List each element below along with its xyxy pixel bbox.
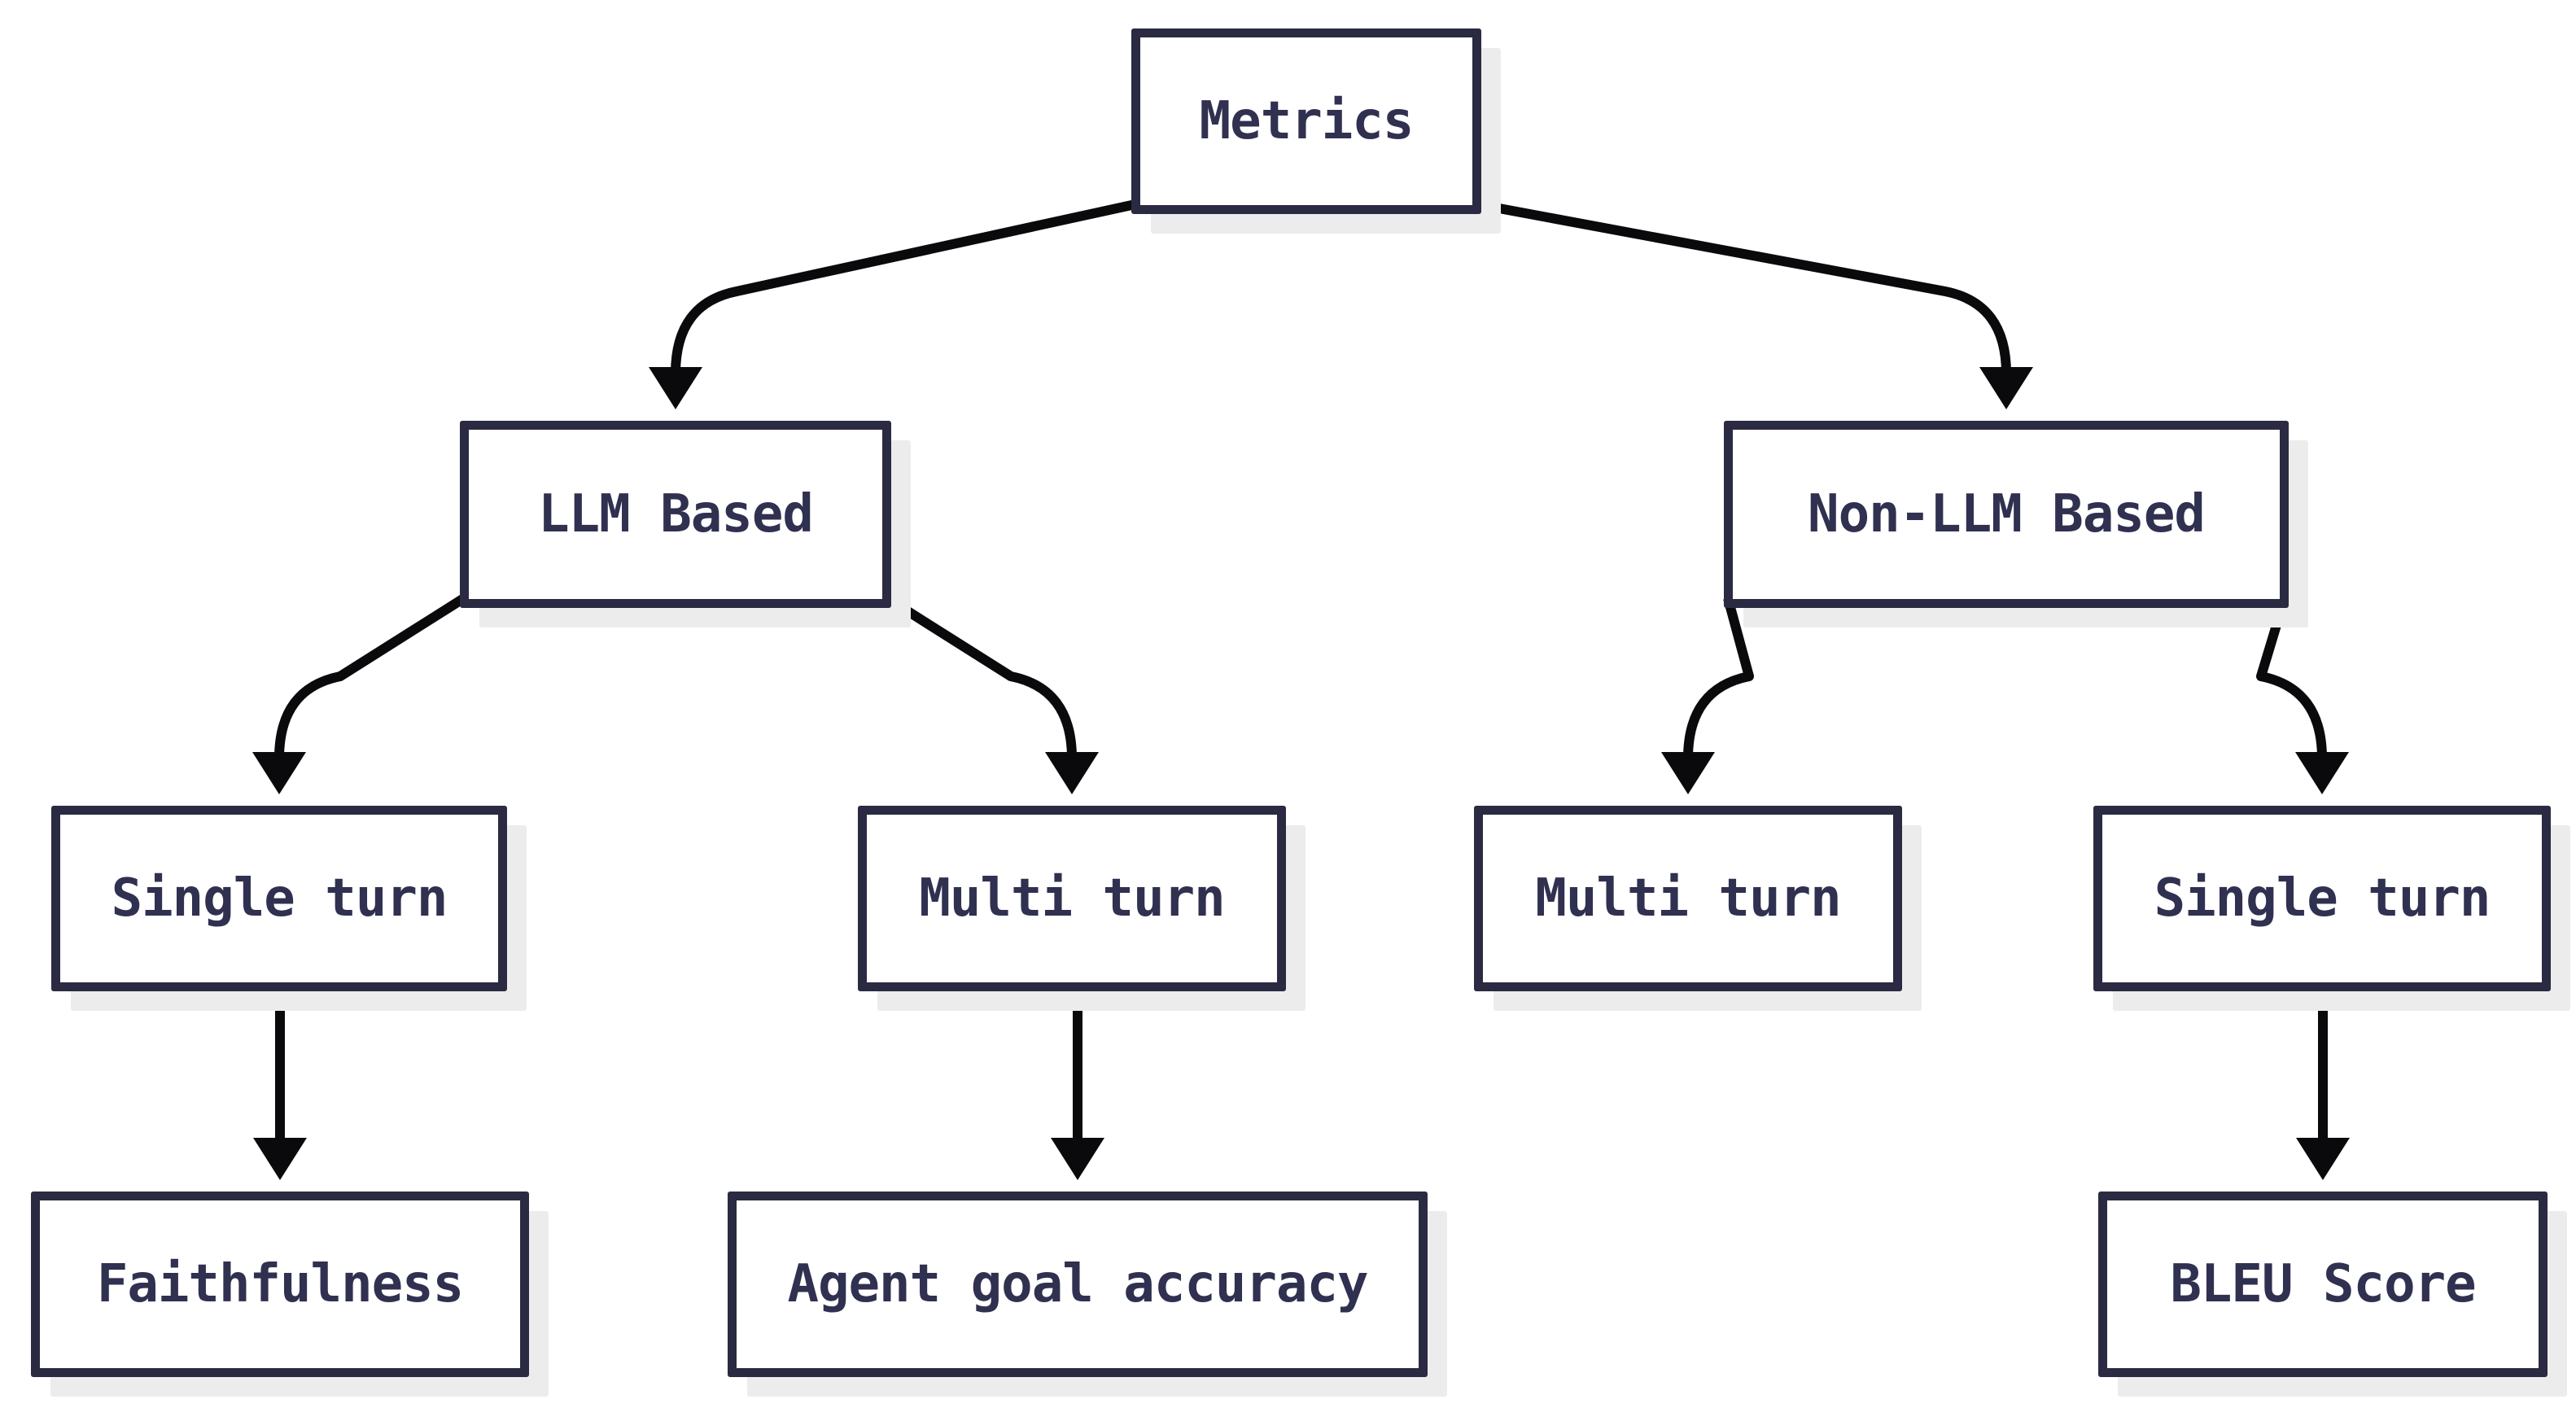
edge-non-llm-based-to-single-turn-non-llm — [2256, 597, 2327, 759]
arrowhead-single-turn-llm-to-faithfulness — [253, 1138, 307, 1180]
arrowhead-non-llm-based-to-multi-turn-non-llm — [1661, 752, 1715, 794]
node-label-multi-turn-llm: Multi turn — [919, 868, 1225, 929]
edge-non-llm-based-to-multi-turn-non-llm — [1683, 597, 1754, 759]
node-agent-goal-accuracy: Agent goal accuracy — [728, 1192, 1428, 1377]
node-multi-turn-llm: Multi turn — [858, 806, 1286, 991]
arrowhead-non-llm-based-to-single-turn-non-llm — [2295, 752, 2349, 794]
node-bleu-score: BLEU Score — [2098, 1192, 2548, 1377]
node-label-non-llm-based: Non-LLM Based — [1808, 484, 2206, 544]
node-label-faithfulness: Faithfulness — [96, 1254, 464, 1314]
arrowhead-multi-turn-llm-to-agent-goal-accuracy — [1051, 1138, 1104, 1180]
arrowhead-llm-based-to-multi-turn-llm — [1045, 752, 1099, 794]
node-single-turn-non-llm: Single turn — [2093, 806, 2551, 991]
node-llm-based: LLM Based — [460, 421, 891, 608]
node-label-multi-turn-non-llm: Multi turn — [1535, 868, 1841, 929]
node-label-llm-based: LLM Based — [538, 484, 814, 544]
arrowhead-llm-based-to-single-turn-llm — [252, 752, 306, 794]
node-single-turn-llm: Single turn — [51, 806, 507, 991]
arrowhead-metrics-to-llm-based — [649, 367, 702, 409]
node-faithfulness: Faithfulness — [31, 1192, 529, 1377]
node-metrics: Metrics — [1131, 28, 1481, 214]
node-label-agent-goal-accuracy: Agent goal accuracy — [787, 1254, 1368, 1314]
arrowhead-single-turn-non-llm-to-bleu-score — [2296, 1138, 2350, 1180]
edge-metrics-to-llm-based — [671, 199, 1137, 374]
node-label-single-turn-non-llm: Single turn — [2154, 868, 2491, 929]
node-label-bleu-score: BLEU Score — [2170, 1254, 2476, 1314]
node-label-metrics: Metrics — [1199, 91, 1415, 151]
arrowhead-metrics-to-non-llm-based — [1979, 367, 2033, 409]
edge-metrics-to-non-llm-based — [1476, 199, 2011, 374]
edge-llm-based-to-single-turn-llm — [274, 593, 467, 759]
node-label-single-turn-llm: Single turn — [111, 868, 448, 929]
node-non-llm-based: Non-LLM Based — [1724, 421, 2289, 608]
edge-llm-based-to-multi-turn-llm — [884, 593, 1077, 759]
node-multi-turn-non-llm: Multi turn — [1474, 806, 1902, 991]
